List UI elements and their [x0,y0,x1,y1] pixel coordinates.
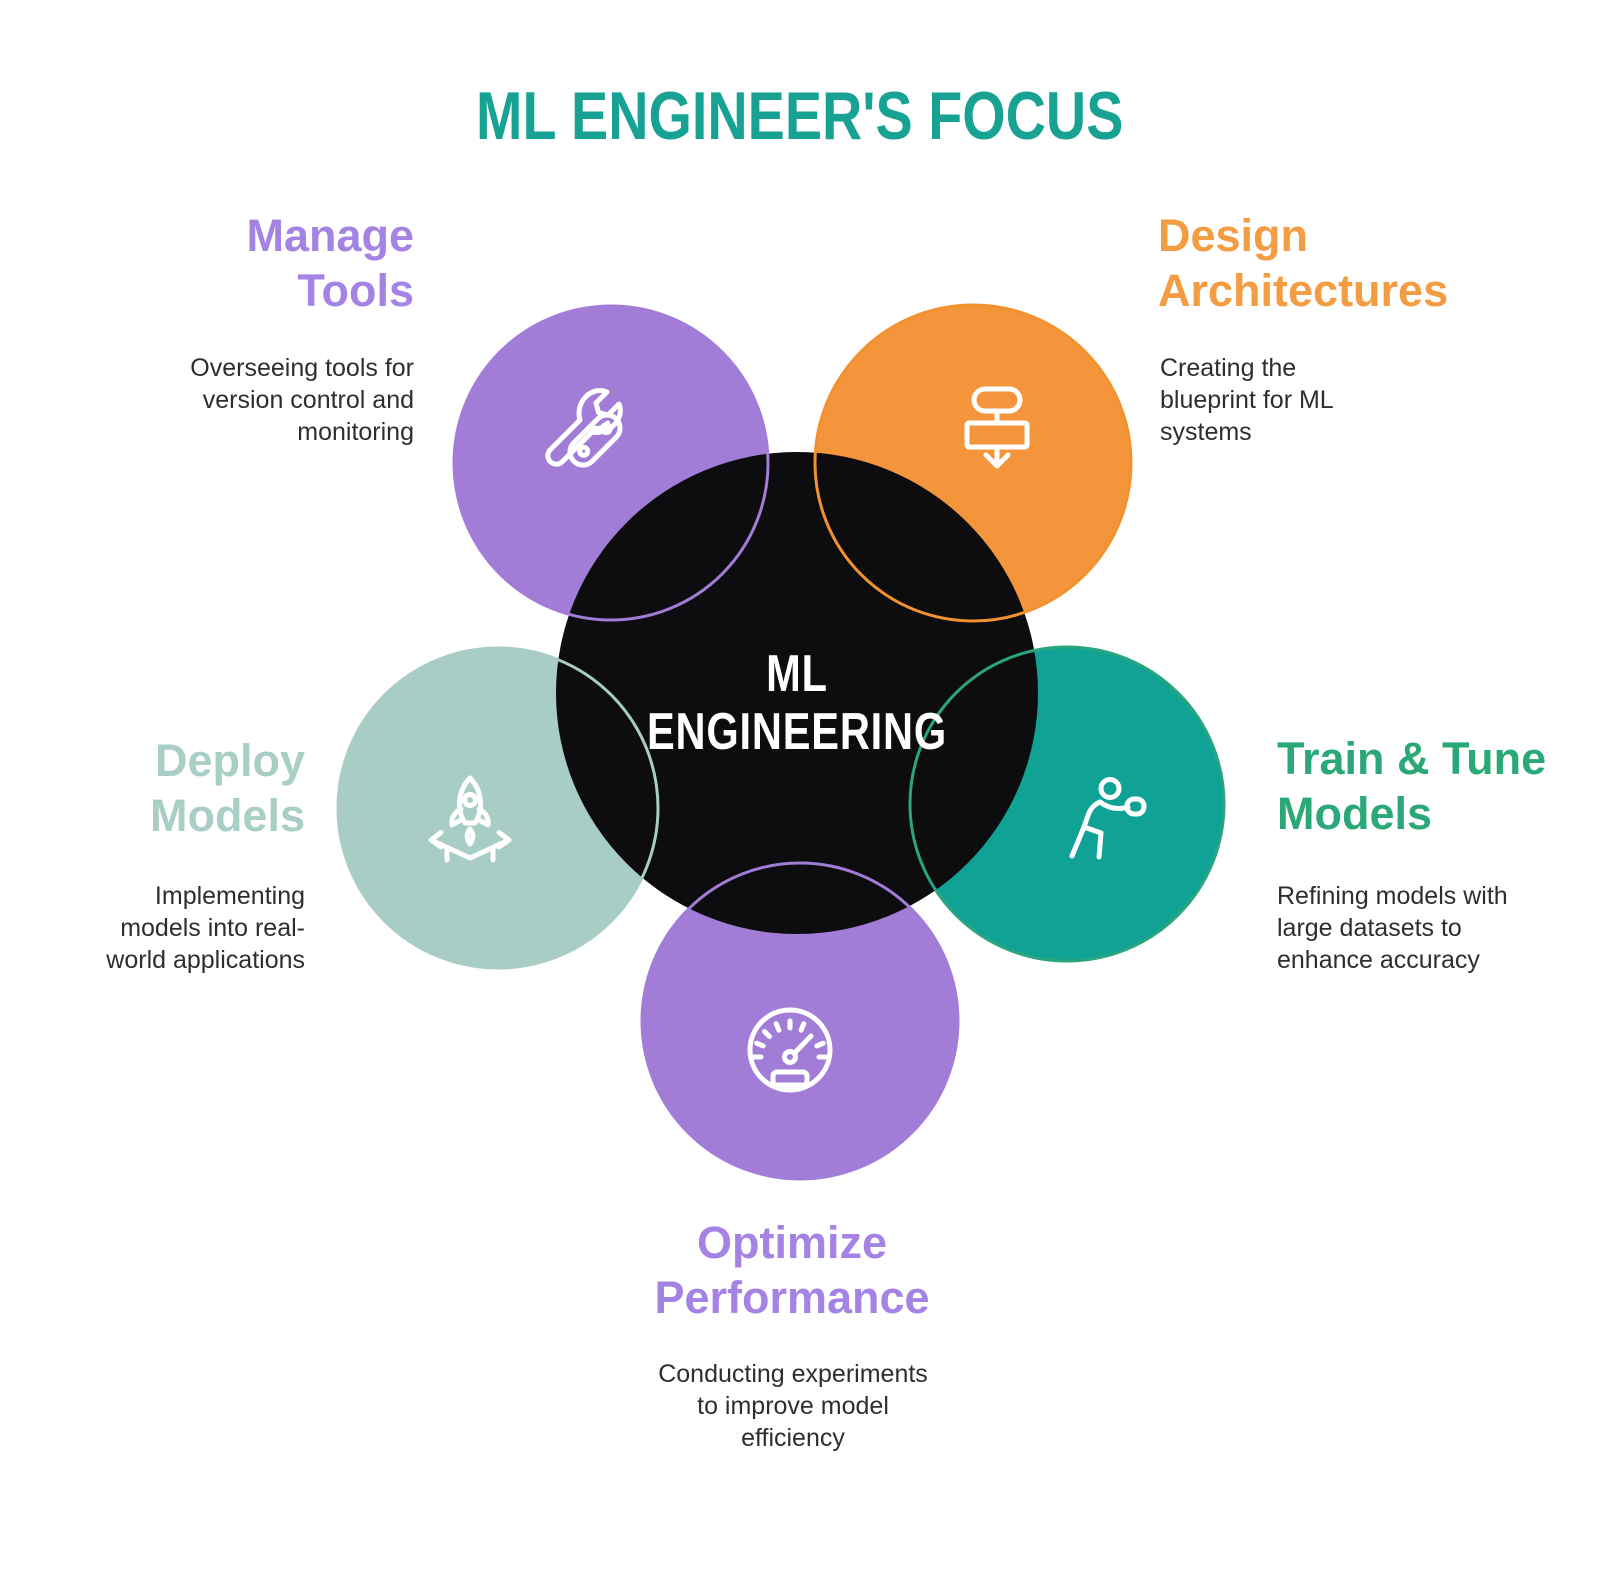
design-architectures-outline [813,303,1133,623]
optimize-performance-description: Conducting experiments to improve model … [658,1360,928,1452]
design-architectures-heading: Design Architectures [1158,210,1449,316]
center-label-line2: ENGINEERING [646,703,948,761]
page-title: ML ENGINEER'S FOCUS [0,82,1600,150]
deploy-models-outline [336,646,660,970]
deploy-models-heading: Deploy Models [149,735,305,841]
center-label-line1: ML [766,645,828,703]
flowchart-icon [964,386,1030,469]
ml-engineering-circle [556,452,1038,934]
petal-outlines [336,303,1226,1181]
center-label: ML ENGINEERING [497,645,1097,761]
boxing-icon [1069,777,1147,860]
page-title-text: ML ENGINEER'S FOCUS [476,78,1124,154]
rocket-launch-icon [428,775,512,863]
deploy-models-description: Implementing models into real-world appl… [106,882,305,974]
manage-tools-description: Overseeing tools for version control and… [190,354,414,446]
optimize-performance-outline [640,861,960,1181]
design-architectures-description: Creating the blueprint for ML systems [1160,354,1333,446]
gauge-icon [747,1007,833,1093]
manage-tools-heading: Manage Tools [246,210,414,316]
train-tune-models-description: Refining models with large datasets to e… [1277,882,1508,974]
train-tune-models-outline [908,645,1226,963]
optimize-performance-heading: Optimize Performance [654,1217,930,1323]
optimize-performance-circle [642,863,958,1179]
manage-tools-outline [452,304,770,622]
tools-icon [545,388,623,468]
train-tune-models-heading: Train & Tune Models [1277,733,1547,839]
